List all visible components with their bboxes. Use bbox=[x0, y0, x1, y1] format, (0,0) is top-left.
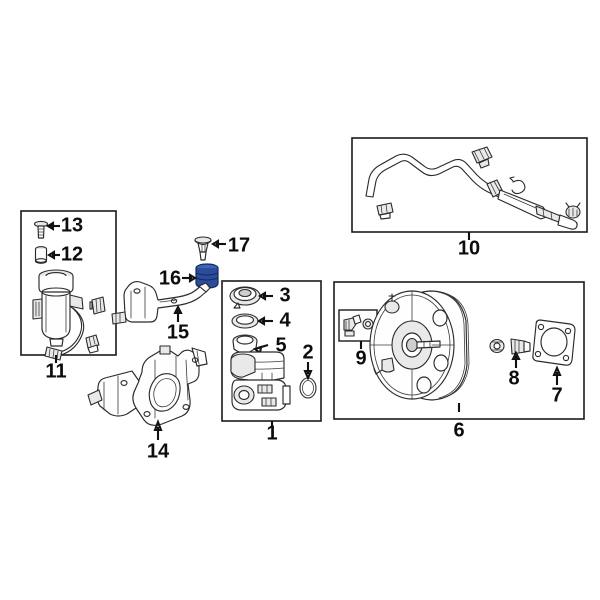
callout-14: 14 bbox=[147, 440, 170, 462]
bracket-top-tab bbox=[159, 345, 171, 355]
grommet-ribs bbox=[195, 272, 219, 281]
callout-2: 2 bbox=[302, 341, 313, 363]
bracket-hole-2 bbox=[182, 404, 190, 410]
part-4-cap-seal bbox=[231, 313, 259, 329]
vacuum-hose-outer bbox=[365, 153, 507, 197]
leader-4-arrow bbox=[256, 316, 266, 326]
callout-1: 1 bbox=[266, 422, 277, 444]
leader-8-arrow bbox=[511, 350, 521, 361]
stay-hole-1 bbox=[133, 288, 141, 294]
part-12-collar bbox=[34, 246, 48, 264]
callout-13: 13 bbox=[61, 214, 83, 236]
booster-stud-top bbox=[384, 300, 400, 314]
hose-clip-top bbox=[471, 146, 493, 169]
stay-tab-right bbox=[198, 282, 211, 293]
vacuum-hose-end-cap bbox=[365, 195, 374, 198]
gasket-bolt-hole-bl bbox=[534, 350, 542, 358]
part-13-bolt bbox=[33, 220, 49, 239]
part-14-bracket: 14 bbox=[87, 345, 208, 462]
hose-clip-left bbox=[376, 202, 394, 220]
cylinder-port-a bbox=[257, 384, 273, 394]
cylinder-rear-flange bbox=[282, 385, 291, 405]
master-cylinder-assembly bbox=[230, 351, 291, 411]
bracket-right-tab bbox=[191, 347, 208, 367]
callout-10: 10 bbox=[458, 237, 480, 259]
stay-hole-2 bbox=[170, 298, 178, 304]
pump-connector-right bbox=[89, 296, 106, 315]
gasket-bolt-hole-br bbox=[562, 354, 570, 362]
callout-8: 8 bbox=[508, 367, 519, 389]
callout-12: 12 bbox=[61, 243, 83, 265]
callout-3: 3 bbox=[279, 284, 290, 306]
bracket-hole-3 bbox=[120, 380, 128, 386]
vacuum-hose-inner bbox=[372, 160, 504, 200]
hose-connector-rib bbox=[489, 180, 501, 195]
leader-2-arrow bbox=[303, 369, 313, 381]
callout-17: 17 bbox=[228, 234, 250, 256]
part-7-booster-gasket bbox=[532, 319, 576, 366]
gasket-bolt-hole-tr bbox=[564, 327, 572, 335]
leader-16-arrow bbox=[188, 273, 198, 283]
leader-12-arrow bbox=[46, 250, 56, 260]
part-16-grommet-highlighted: 16 bbox=[159, 263, 219, 289]
bracket-hole-4 bbox=[191, 357, 199, 363]
part-17-push-clip: 17 bbox=[194, 234, 250, 261]
leader-15-arrow bbox=[173, 304, 183, 315]
stay-bracket-edge bbox=[130, 286, 178, 319]
leader-14-arrow bbox=[153, 419, 163, 432]
group-vacuum-hose: 10 bbox=[351, 137, 588, 259]
part-2-o-ring bbox=[299, 377, 317, 399]
booster-stud-lower bbox=[381, 357, 395, 373]
callout-15: 15 bbox=[167, 321, 189, 343]
booster-hole-2 bbox=[433, 354, 449, 372]
pipe-end-collar-rib bbox=[542, 208, 553, 221]
cylinder-port-b bbox=[261, 397, 277, 407]
callout-7: 7 bbox=[551, 384, 562, 406]
leader-3-arrow bbox=[257, 291, 267, 301]
callout-9: 9 bbox=[355, 347, 366, 369]
leader-5-arrow bbox=[252, 345, 263, 355]
part-6-booster-drum bbox=[369, 290, 470, 401]
part-3-reservoir-cap bbox=[229, 286, 261, 309]
booster-push-rod bbox=[416, 340, 441, 349]
callout-6: 6 bbox=[453, 419, 464, 441]
callout-5: 5 bbox=[275, 334, 286, 356]
leader-17-arrow bbox=[210, 239, 220, 249]
hose-ring-clamp bbox=[509, 176, 526, 195]
part-15-stay-bracket: 15 bbox=[111, 281, 211, 343]
part-5-reservoir-strainer bbox=[232, 334, 258, 354]
booster-hole-1 bbox=[432, 309, 448, 327]
part-9-check-valve-kit bbox=[343, 314, 374, 337]
part-8-mounting-nut bbox=[489, 338, 531, 355]
leader-13-arrow bbox=[45, 221, 55, 231]
group-box-11 bbox=[20, 210, 117, 356]
leader-7-arrow bbox=[552, 365, 562, 377]
part-11-vacuum-pump-body bbox=[32, 269, 85, 361]
bracket-hole-1 bbox=[143, 411, 151, 417]
gasket-bolt-hole-tl bbox=[537, 323, 545, 331]
group-master-cylinder: 3 4 5 bbox=[221, 280, 322, 444]
callout-16: 16 bbox=[159, 267, 181, 289]
group-box-6 bbox=[333, 281, 585, 420]
group-brake-booster: 9 bbox=[333, 281, 585, 441]
bracket-rib-3 bbox=[185, 359, 189, 401]
callout-4: 4 bbox=[279, 309, 291, 331]
group-vacuum-pump: 13 12 bbox=[20, 210, 117, 382]
callout-11: 11 bbox=[45, 360, 66, 382]
gasket-center-hole bbox=[540, 327, 568, 357]
hose-clip-right bbox=[565, 202, 581, 219]
hose-far-right-tube bbox=[557, 214, 578, 230]
pump-connector-lower bbox=[85, 334, 100, 354]
booster-hole-3 bbox=[416, 376, 432, 394]
bracket-left-tab bbox=[87, 389, 103, 406]
stay-tab-left bbox=[111, 311, 127, 325]
